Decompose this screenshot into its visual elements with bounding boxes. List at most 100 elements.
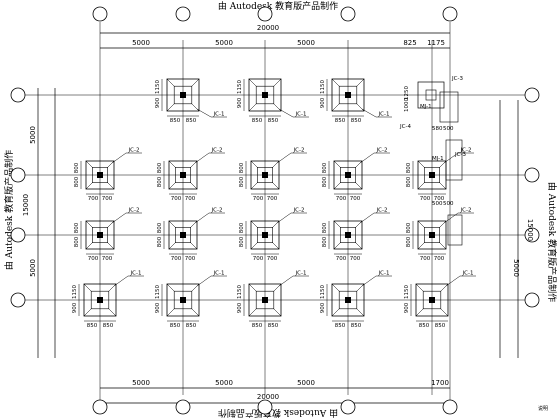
- footing-diag: [333, 160, 341, 168]
- jc3-footing-step: [425, 89, 437, 101]
- footing-diag: [272, 182, 280, 190]
- column-section: [429, 172, 435, 178]
- label-mj1-top: MJ-1: [420, 104, 432, 110]
- column-section: [180, 232, 186, 238]
- footing-diag: [168, 220, 176, 228]
- column-section: [262, 297, 268, 303]
- footing-diag: [191, 78, 200, 87]
- footing-diag: [333, 242, 341, 250]
- footing-dim-y: 900: [155, 302, 161, 313]
- column-section: [345, 172, 351, 178]
- jc3-footing: [417, 81, 445, 109]
- footing-diag: [107, 242, 115, 250]
- footing-label: JC-2: [211, 148, 223, 154]
- axis-bubble-right-a: [524, 87, 540, 103]
- footing-outer: [85, 160, 115, 190]
- footing-diag: [417, 182, 425, 190]
- footing-outer: [331, 78, 365, 112]
- footing-dim-x: 700: [336, 196, 347, 202]
- column-section: [180, 92, 186, 98]
- footing-leader: [196, 108, 212, 118]
- dim-top-2: 5000: [215, 39, 233, 47]
- footing-leader: [445, 275, 461, 287]
- footing-dim-x: 850: [351, 323, 362, 329]
- watermark-top: 由 Autodesk 教育版产品制作: [218, 0, 338, 12]
- footing-diag: [248, 78, 257, 87]
- column-section: [429, 232, 435, 238]
- footing-diag: [248, 283, 257, 292]
- footing-diag: [333, 220, 341, 228]
- dim-right-1: 5000: [512, 259, 520, 277]
- footing-dim-y: 800: [406, 162, 412, 173]
- column-section: [262, 232, 268, 238]
- axis-bubble-bottom-2: [175, 399, 191, 415]
- footing-label: JC-2: [293, 148, 305, 154]
- footing-step: [339, 167, 356, 184]
- column-section: [345, 232, 351, 238]
- right-column-details: JC-3 JC-3 MJ-1 JC-4 MJ-1 580 500 500 500…: [399, 76, 466, 207]
- mj1-footing-lower: [447, 214, 463, 246]
- column-section: [345, 92, 351, 98]
- footing-dim-y: 800: [239, 162, 245, 173]
- footing-dim-x: 700: [102, 256, 113, 262]
- footing-diag: [333, 182, 341, 190]
- footing-leader: [278, 108, 294, 118]
- footing-diag: [273, 308, 282, 317]
- footing-dim-y: 900: [320, 97, 326, 108]
- footing-leader: [194, 152, 210, 164]
- footing-dim-y: 1150: [237, 285, 243, 299]
- axis-bubble-right-c: [524, 227, 540, 243]
- footing-diag: [331, 78, 340, 87]
- footing-dim-x: 700: [420, 196, 431, 202]
- footing-diag: [85, 160, 93, 168]
- footing-dim-y: 900: [155, 97, 161, 108]
- footing-diag: [439, 182, 447, 190]
- footing-outer: [333, 160, 363, 190]
- label-mj1-mid: MJ-1: [432, 156, 444, 162]
- footing-label: JC-1: [213, 271, 225, 277]
- footing-dim-x: 850: [351, 118, 362, 124]
- footing-dim-x: 700: [336, 256, 347, 262]
- dim-small-580: 580: [432, 126, 443, 132]
- footing-leader: [361, 275, 377, 287]
- footing-diag: [168, 182, 176, 190]
- footing-step: [256, 167, 273, 184]
- footing-dim-y: 900: [237, 97, 243, 108]
- footing-leader: [276, 212, 292, 224]
- footing-diag: [250, 160, 258, 168]
- dim-top-3: 5000: [297, 39, 315, 47]
- footing-dim-x: 850: [268, 118, 279, 124]
- footing-label: JC-2: [211, 208, 223, 214]
- footing-outer: [331, 283, 365, 317]
- footing-diag: [107, 182, 115, 190]
- dim-small-500a: 500: [443, 126, 454, 132]
- footing-label: JC-2: [128, 148, 140, 154]
- footing-label: JC-1: [378, 112, 390, 118]
- footing-dim-x: 700: [420, 256, 431, 262]
- column-section: [345, 297, 351, 303]
- footing-dim-x: 700: [185, 256, 196, 262]
- dim-right-col-small-1: 825: [403, 39, 416, 47]
- footing-outer: [166, 78, 200, 112]
- label-jc4: JC-4: [399, 124, 411, 130]
- footing-step: [422, 290, 442, 310]
- footing-dim-y: 800: [239, 236, 245, 247]
- footing-diag: [85, 182, 93, 190]
- footing-step: [338, 85, 358, 105]
- footing-dim-x: 700: [88, 196, 99, 202]
- footing-dim-y: 900: [72, 302, 78, 313]
- footing-leader: [111, 152, 127, 164]
- axis-bubble-left-b: [10, 167, 26, 183]
- footing-diag: [190, 182, 198, 190]
- footing-label: JC-2: [460, 208, 472, 214]
- footing-dim-y: 800: [239, 222, 245, 233]
- footing-leader: [359, 152, 375, 164]
- footing-diag: [108, 308, 117, 317]
- watermark-bottom: 由 Autodesk 教育版产品制作: [218, 407, 338, 419]
- footing-dim-y: 1150: [72, 285, 78, 299]
- footing-step: [338, 290, 358, 310]
- axis-bubble-top-1: [92, 6, 108, 22]
- footing-leader: [361, 108, 377, 118]
- dim-bottom-3: 5000: [297, 379, 315, 387]
- axis-bubble-left-c: [10, 227, 26, 243]
